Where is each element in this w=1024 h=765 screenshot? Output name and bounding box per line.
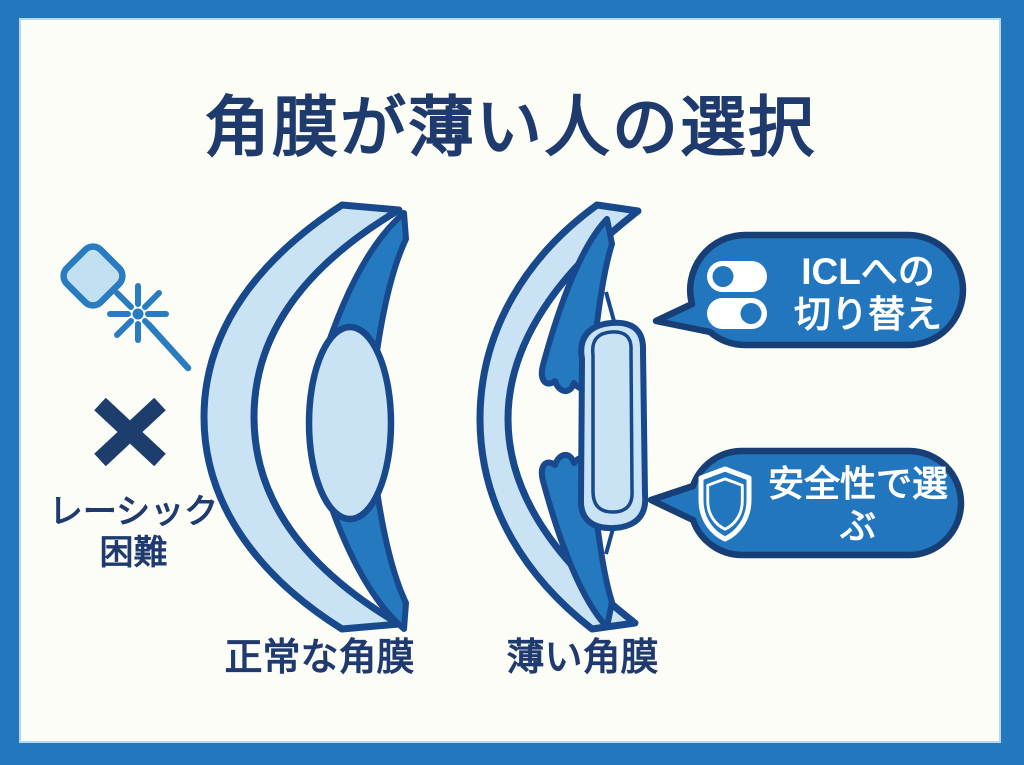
normal-cornea-label: 正常な角膜	[224, 637, 415, 679]
lasik-difficult-caption: レーシック 困難	[41, 492, 226, 574]
speech-bubble-shape	[647, 447, 965, 559]
lasik-caption-line2: 困難	[99, 533, 168, 572]
normal-cornea-diagram	[200, 201, 409, 633]
toggle-switch-icon	[707, 261, 767, 329]
shield-icon	[698, 466, 752, 542]
icl-callout-bubble: ICLへの 切り替え	[650, 230, 970, 358]
laser-beam-icon	[60, 243, 192, 372]
lasik-caption-line1: レーシック	[48, 493, 219, 531]
safety-callout-line1: 安全性で選ぶ	[767, 462, 948, 546]
icl-callout-line1: ICLへの	[801, 251, 935, 293]
icl-callout-line2: 切り替え	[794, 294, 942, 335]
thin-cornea-label: 薄い角膜	[506, 637, 659, 679]
speech-bubble-shape	[652, 231, 967, 349]
icl-callout-text: ICLへの 切り替え	[778, 230, 958, 358]
x-mark-icon	[94, 397, 166, 467]
safety-callout-text: 安全性で選ぶ	[759, 447, 957, 562]
content-canvas: 角膜が薄い人の選択 レーシック 困難	[19, 18, 1001, 743]
thin-cornea-diagram	[476, 201, 649, 633]
page-title: 角膜が薄い人の選択	[204, 90, 816, 164]
safety-callout-bubble: 安全性で選ぶ	[647, 447, 969, 562]
